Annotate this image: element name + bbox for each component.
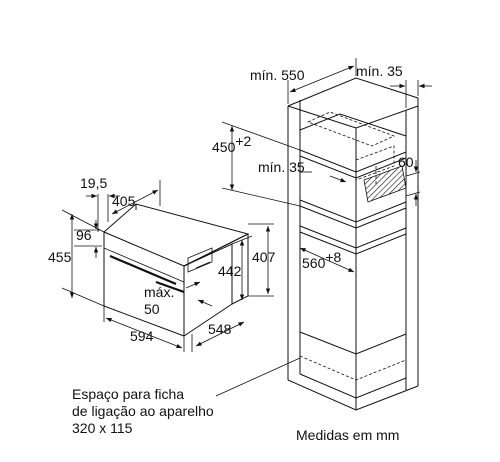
cabinet-width-label: mín. 550 — [250, 67, 305, 83]
oven-width-label: 594 — [130, 328, 154, 344]
oven-dimensions: 19,5 405 96 455 442 407 máx. 50 — [48, 175, 276, 352]
socket-note-line-2: de ligação ao aparelho — [72, 403, 214, 419]
cabinet-dimensions: mín. 550 mín. 35 450+2 mín. 35 60 560+8 — [212, 58, 432, 397]
socket-note-line-3: 320 x 115 — [72, 420, 133, 436]
vent-height-label: 60 — [398, 154, 414, 170]
cabinet-gap-label: mín. 35 — [356, 63, 403, 79]
niche-width-label: 560+8 — [302, 249, 342, 271]
max-clearance-value: 50 — [144, 301, 160, 317]
inner-body-height-label: 442 — [218, 263, 242, 279]
socket-note-line-1: Espaço para ficha — [72, 386, 185, 402]
body-depth-label: 405 — [112, 193, 136, 209]
tall-cabinet-drawing — [287, 77, 419, 411]
oven-depth-label: 548 — [208, 321, 232, 337]
front-panel-height-label: 96 — [76, 227, 92, 243]
inner-gap-label: mín. 35 — [258, 159, 305, 175]
oven-height-label: 455 — [48, 249, 72, 265]
socket-space-note: Espaço para ficha de ligação ao aparelho… — [72, 386, 214, 437]
front-thickness-label: 19,5 — [80, 175, 107, 191]
niche-height-450-label: 450+2 — [212, 133, 252, 155]
units-note: Medidas em mm — [296, 427, 400, 443]
max-clearance-label: máx. — [144, 284, 174, 300]
niche-height-label: 407 — [252, 249, 276, 265]
